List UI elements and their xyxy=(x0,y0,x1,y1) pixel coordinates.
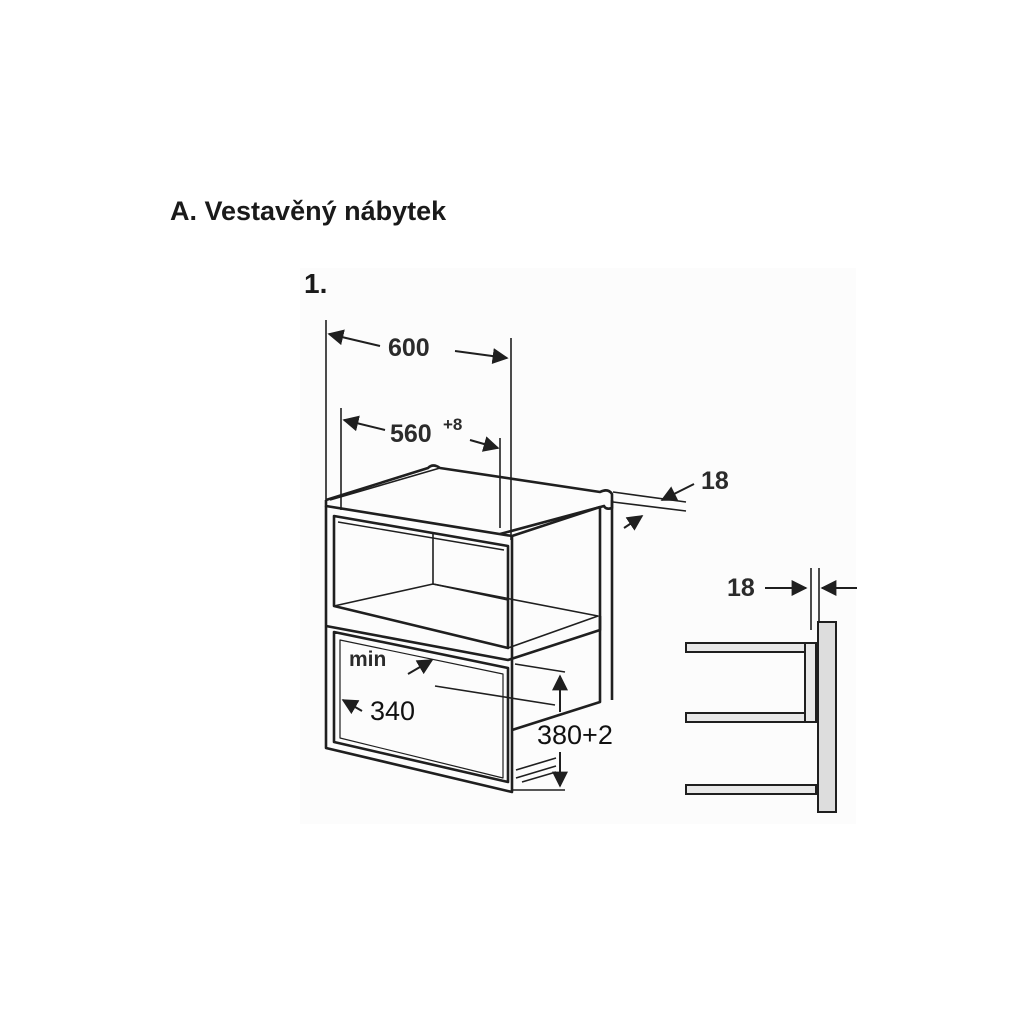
profile-shelf-bottom xyxy=(685,784,817,795)
width-600-arrow-left xyxy=(327,329,381,347)
cabinet-top-front xyxy=(324,500,601,538)
wall-section xyxy=(817,621,837,813)
opening-height-label: 380+2 xyxy=(537,720,613,750)
inner-width-tolerance-label: +8 xyxy=(443,415,463,434)
width-600-arrow-right xyxy=(454,348,509,365)
panel-thickness-side-label: 18 xyxy=(727,574,755,602)
profile-shelf-top xyxy=(685,642,817,653)
min-label: min xyxy=(349,648,387,671)
extension-lines xyxy=(325,320,512,540)
upper-shelf xyxy=(333,583,599,649)
figure-number: 1. xyxy=(304,268,328,299)
width-560-arrow-right xyxy=(469,436,500,452)
cabinet-top-back-edge xyxy=(329,467,441,501)
middle-shelf xyxy=(325,616,602,662)
side-profile xyxy=(685,621,837,813)
dimension-arrows xyxy=(327,329,857,788)
inner-width-label: 560 xyxy=(390,420,432,448)
panel-thickness-leaders xyxy=(434,491,820,791)
min-depth-label: 340 xyxy=(370,696,416,726)
min-arrow xyxy=(407,659,434,675)
panel-18-arrow-out xyxy=(623,515,644,531)
lower-shelf-hatch xyxy=(515,757,557,783)
drawing-background xyxy=(300,268,856,824)
panel-18-arrow-in xyxy=(660,483,695,501)
cabinet xyxy=(324,464,614,794)
profile-side-panel xyxy=(804,642,817,723)
depth-340-arrow xyxy=(341,699,363,715)
overall-width-label: 600 xyxy=(388,334,430,362)
profile-shelf-middle xyxy=(685,712,817,723)
lower-opening xyxy=(332,630,510,784)
cabinet-right-side xyxy=(511,507,602,732)
upper-opening-inner xyxy=(337,521,505,551)
width-560-arrow-left xyxy=(342,415,386,432)
cabinet-top-panel xyxy=(325,464,614,536)
lower-opening-inner xyxy=(339,639,504,779)
section-title: A. Vestavěný nábytek xyxy=(170,196,447,226)
panel-thickness-top-label: 18 xyxy=(701,467,729,495)
